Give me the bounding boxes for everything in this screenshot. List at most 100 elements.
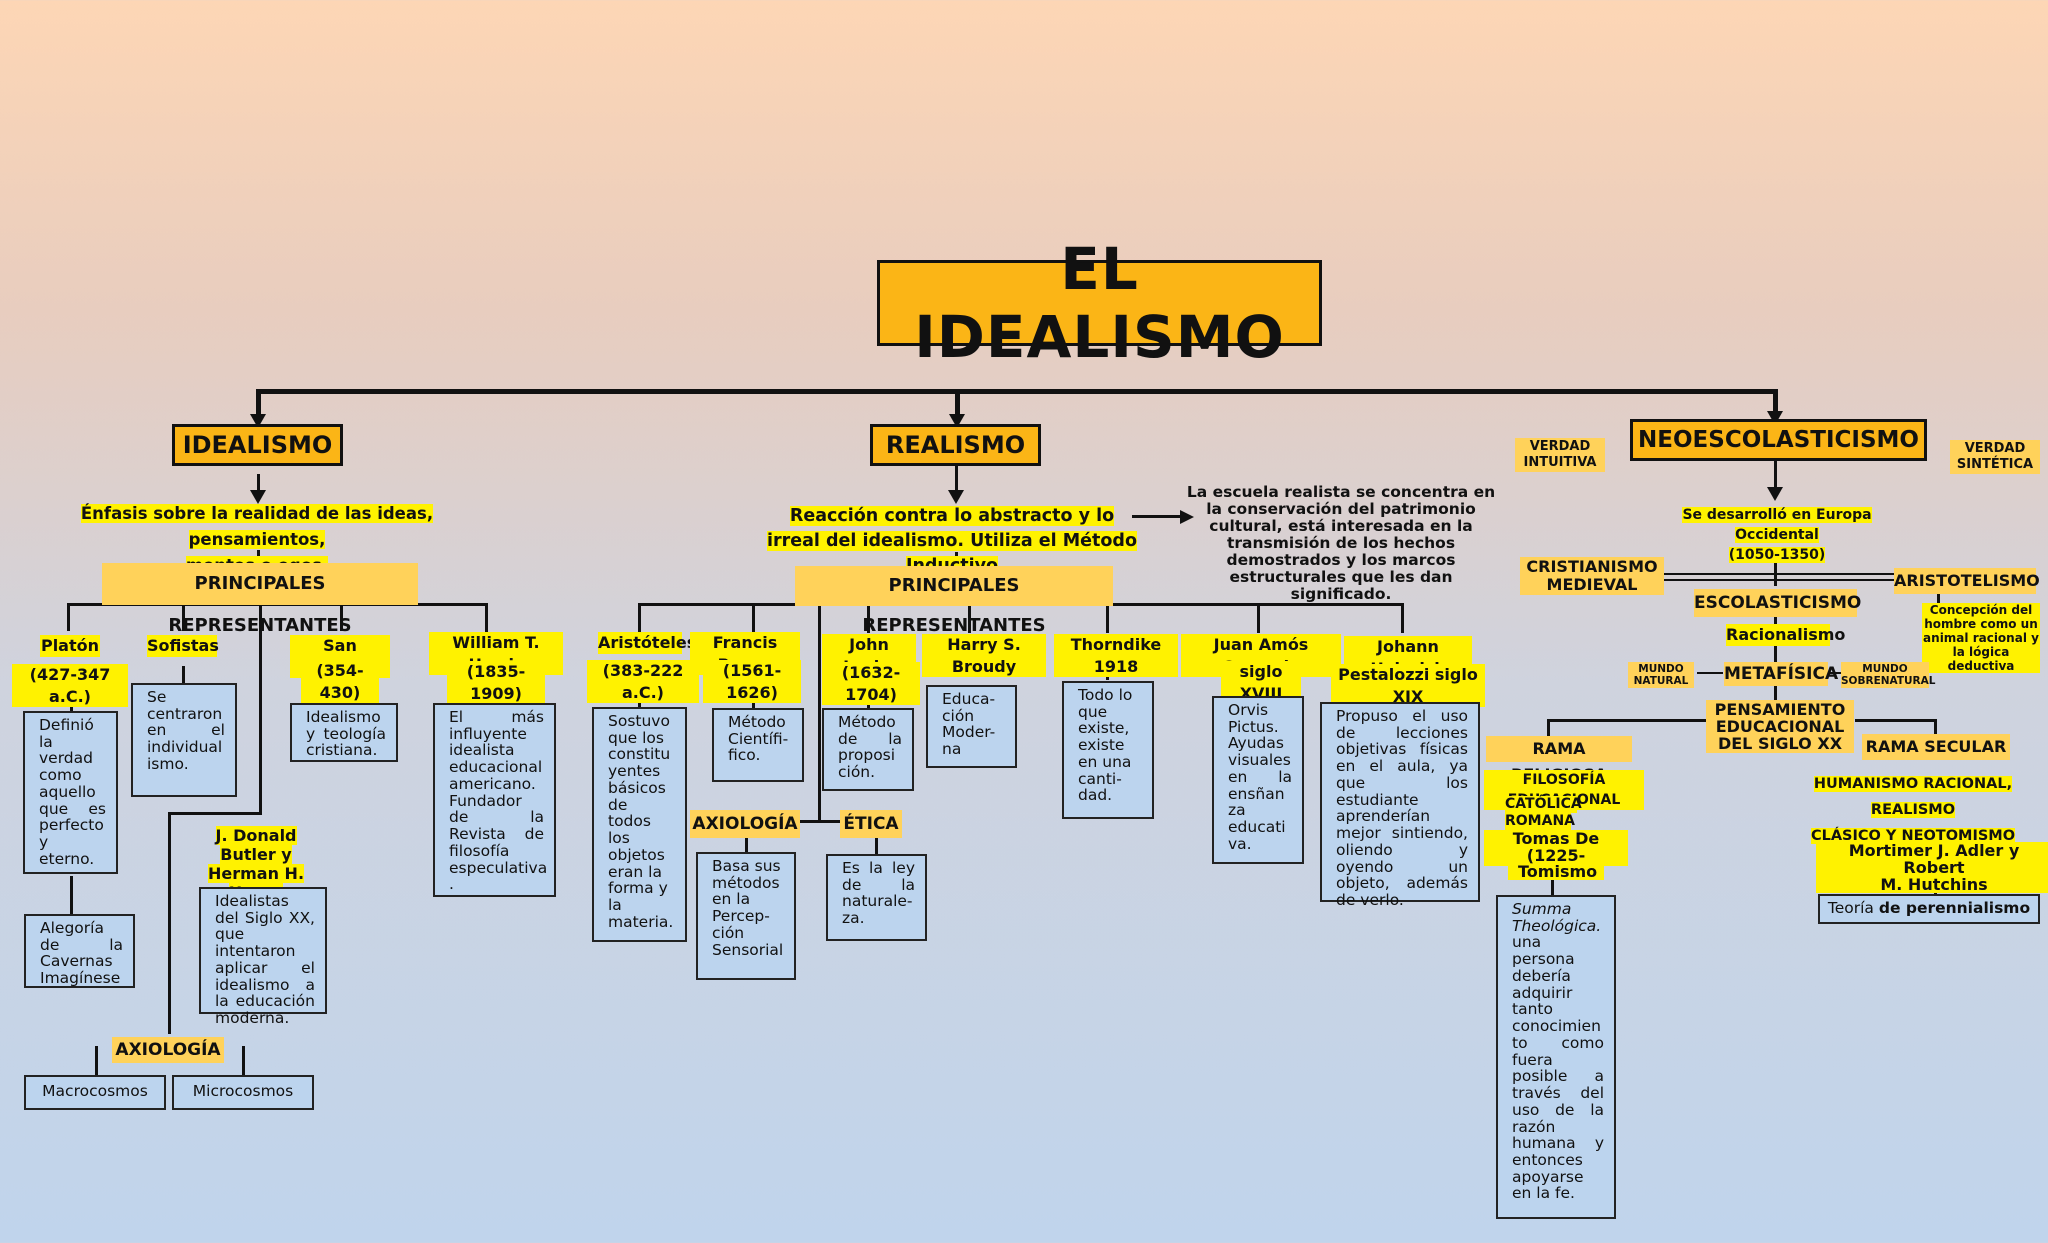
realismo-representantes-label: PRINCIPALES REPRESENTANTES [795, 566, 1113, 636]
locke-description: Método de la proposi ción. [822, 708, 914, 791]
comenio-description: Orvis Pictus. Ayudas visuales en la ensñ… [1212, 696, 1304, 864]
connector [1257, 603, 1260, 633]
idealismo-axiologia-label: AXIOLOGÍA [112, 1037, 224, 1063]
catolica-label: CATÓLICA [1505, 796, 1582, 813]
concepcion-hombre-note: Concepción del hombre como un animal rac… [1922, 603, 2040, 673]
platon-dates: (427-347 a.C.) [12, 664, 128, 708]
thorndike-description: Todo lo que existe, existe en una canti-… [1062, 681, 1154, 819]
cristianismo-medieval-label: CRISTIANISMO MEDIEVAL [1520, 557, 1664, 595]
connector [1774, 617, 1777, 627]
connector [875, 835, 878, 855]
connector [485, 603, 488, 637]
macrocosmos-box: Macrocosmos [24, 1075, 166, 1110]
connector [1132, 515, 1182, 518]
connector [1937, 585, 1940, 607]
alegoria-box: Alegoría de la Cavernas Imagínese [24, 914, 135, 988]
microcosmos-box: Microcosmos [172, 1075, 314, 1110]
escolasticismo-label: ESCOLASTICISMO [1694, 589, 1861, 617]
connector [1774, 461, 1777, 491]
aristoteles-description: Sostuvo que los constitu yentes básicos … [592, 707, 687, 942]
broudy-name: Harry S. Broudy [922, 634, 1046, 678]
romana-label: ROMANA [1505, 813, 1575, 830]
connector [340, 603, 343, 631]
desarrollo-line: Se desarrolló en Europa Occidental [1682, 507, 1872, 543]
emphasis-line: Énfasis sobre la realidad de las ideas, … [80, 504, 434, 549]
connector [1934, 719, 1937, 739]
connector [798, 820, 848, 823]
san-agustin-dates: (354-430) [301, 660, 379, 704]
verdad-sintetica-label: VERDAD SINTÉTICA [1950, 440, 2040, 474]
connector [955, 389, 960, 420]
summa-title: Summa Theológica. [1512, 900, 1602, 935]
mundo-sobrenatural-label: MUNDO SOBRENATURAL [1841, 662, 1936, 688]
connector [1774, 646, 1777, 662]
harris-description: El más influyente idealista educacional … [433, 703, 556, 897]
sofistas-name: Sofistas [147, 635, 219, 657]
escuela-realista-note: La escuela realista se concentra en la c… [1186, 483, 1496, 603]
pestalozzi-description: Propuso el uso de lecciones objetivas fí… [1320, 702, 1480, 908]
realismo-axiologia-description: Basa sus métodos en la Percep-ción Senso… [696, 852, 796, 980]
idealismo-representantes-label: PRINCIPALES REPRESENTANTES [102, 563, 418, 636]
bacon-dates: (1561-1626) [703, 660, 801, 704]
arrow-down-icon [948, 490, 964, 504]
connector [745, 835, 748, 853]
teoria-bold: de perennialismo [1878, 899, 2031, 917]
connector [955, 466, 958, 494]
connector [1547, 719, 1707, 722]
connector [242, 1046, 245, 1076]
connector [1401, 603, 1404, 633]
arrow-down-icon [250, 490, 266, 504]
connector [1106, 603, 1109, 633]
page-title: EL IDEALISMO [877, 235, 1322, 371]
connector [1774, 684, 1777, 700]
aristotelismo-label: ARISTOTELISMO [1894, 568, 2040, 594]
connector [67, 603, 70, 631]
connector [70, 876, 73, 914]
connector [1855, 719, 1937, 722]
connector [256, 389, 261, 419]
racionalismo-label: Racionalismo [1726, 624, 1846, 646]
butler-description: Idealistas del Siglo XX, que intentaron … [199, 887, 327, 1027]
etica-description: Es la ley de la naturale-za. [826, 854, 927, 941]
teoria-prefix: Teoría [1827, 899, 1879, 917]
connector [1773, 389, 1778, 416]
metafisica-label: METAFÍSICA [1724, 662, 1839, 686]
adler-line: Mortimer J. Adler y Robert [1848, 841, 2020, 877]
tomismo-label: Tomismo [1518, 862, 1598, 881]
arrow-right-icon [1180, 510, 1194, 524]
connector [182, 603, 185, 631]
pensamiento-educacional-label: PENSAMIENTO EDUCACIONAL DEL SIGLO XX [1706, 700, 1854, 753]
platon-name: Platón [40, 635, 100, 657]
connector [867, 603, 870, 633]
platon-description: Definió la verdad como aquello que es pe… [23, 711, 118, 874]
desarrollo-note: Se desarrolló en Europa Occidental (1050… [1650, 505, 1904, 565]
connector [1664, 579, 1894, 581]
harris-dates: (1835-1909) [447, 661, 545, 705]
thorndike-name: Thorndike 1918 [1054, 634, 1178, 678]
connector [257, 474, 260, 494]
connector [256, 389, 1778, 394]
pestalozzi-dates: Pestalozzi siglo XIX [1331, 664, 1485, 708]
butler-name-line: J. Donald Butler y [215, 826, 297, 864]
summa-theologica-box: Summa Theológica. una persona debería ad… [1496, 895, 1616, 1219]
summa-description: una persona debería adquirir tanto conoc… [1512, 933, 1604, 1203]
realismo-axiologia-label: AXIOLOGÍA [690, 810, 800, 838]
broudy-description: Educa-ción Moder-na [926, 685, 1017, 768]
humanismo-line: HUMANISMO RACIONAL, REALISMO [1813, 776, 2013, 818]
connector [168, 812, 171, 1034]
rama-secular-label: RAMA SECULAR [1862, 734, 2010, 760]
aristoteles-name: Aristóteles [598, 632, 697, 654]
sofistas-description: Se centraron en el individual ismo. [131, 683, 237, 797]
connector [638, 603, 641, 633]
realismo-heading: REALISMO [870, 424, 1041, 466]
adler-hutchins-name: Mortimer J. Adler y Robert M. Hutchins [1816, 842, 2048, 893]
connector [968, 603, 971, 633]
adler-line: M. Hutchins [1880, 875, 1988, 894]
connector [818, 603, 821, 821]
aristoteles-dates: (383-222 a.C.) [587, 660, 699, 704]
connector [1828, 672, 1842, 674]
connector [752, 603, 755, 633]
desarrollo-line: (1050-1350) [1728, 547, 1826, 563]
locke-dates: (1632-1704) [822, 662, 920, 706]
connector [1697, 672, 1723, 674]
